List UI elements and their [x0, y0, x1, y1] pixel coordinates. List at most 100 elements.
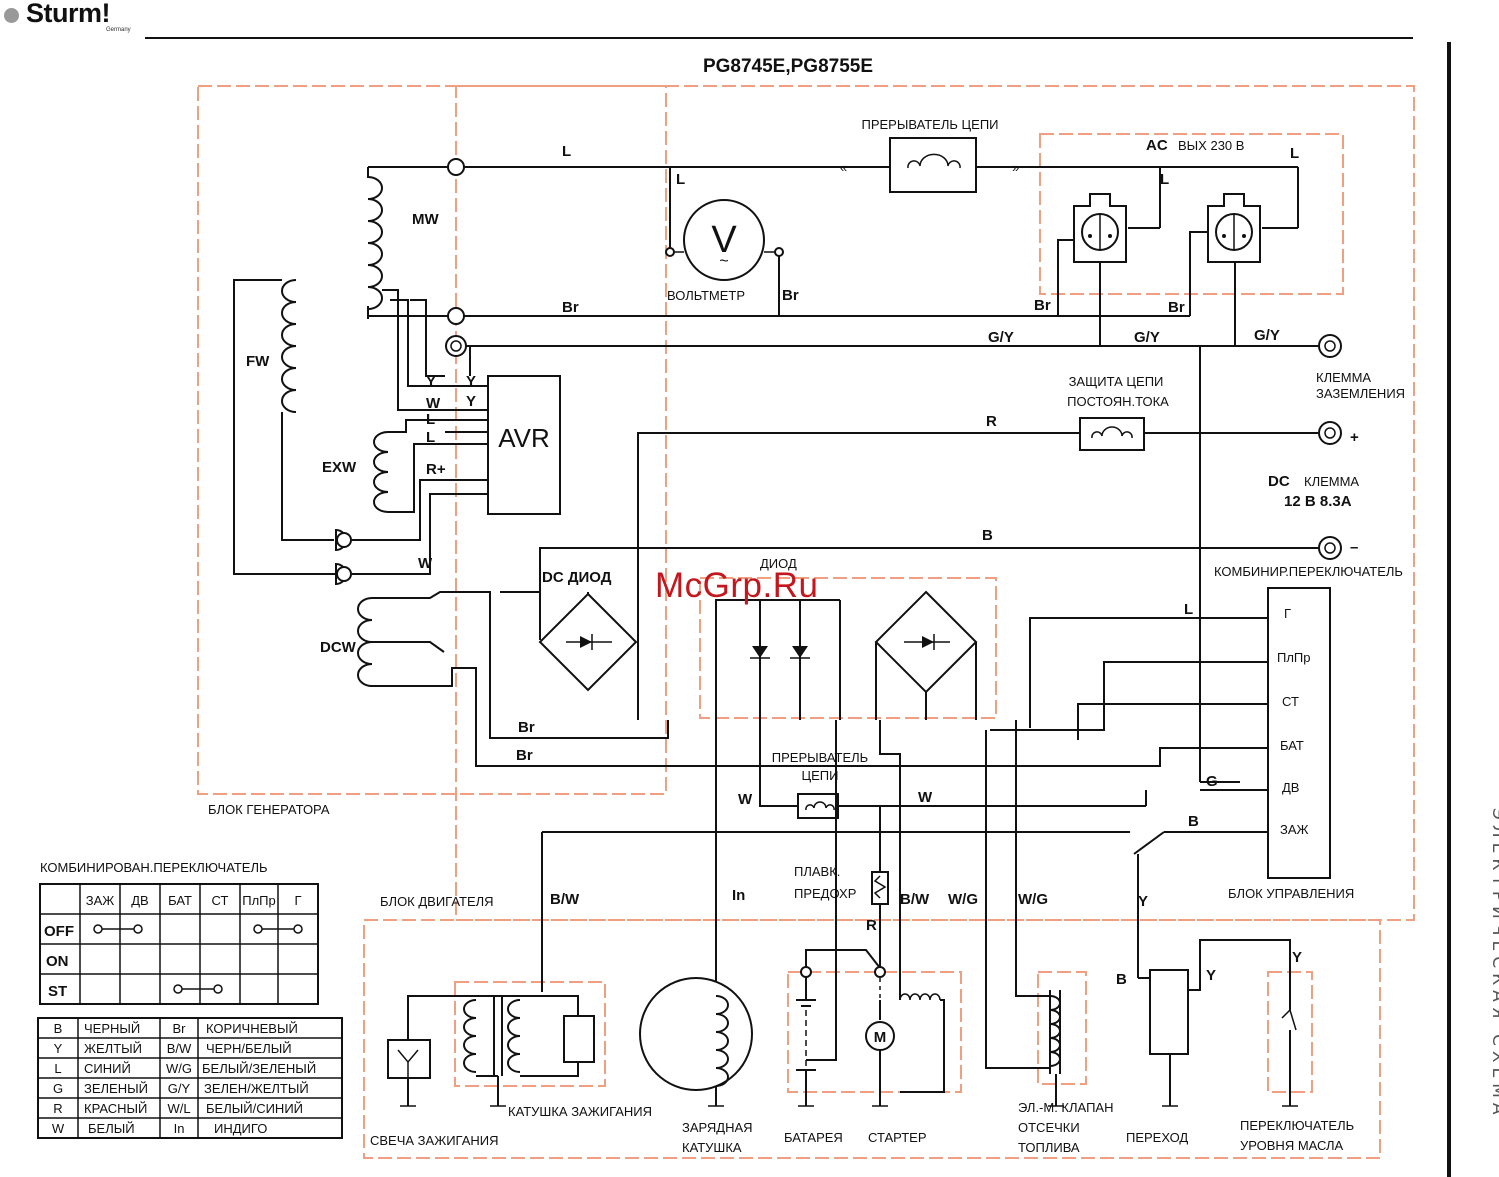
fuse-label-2: ПРЕДОХР	[794, 886, 856, 901]
dc-diode-label: DC ДИОД	[542, 569, 612, 586]
dc-terminal-label-1: DC	[1268, 473, 1290, 490]
watermark: McGrp.Ru	[655, 566, 819, 605]
avr-wire-y3: Y	[466, 393, 476, 410]
wire-label-br-5: Br	[518, 719, 535, 736]
wire-label-y-3: Y	[1292, 949, 1302, 966]
legend-name: ЗЕЛЕНЫЙ	[84, 1081, 148, 1096]
battery-label: БАТАРЕЯ	[784, 1130, 843, 1145]
wire-label-b-2: B	[1188, 813, 1199, 830]
wire-label-gy-2: G/Y	[1134, 329, 1160, 346]
legend-name: ЧЕРНЫЙ	[84, 1021, 140, 1036]
legend-row: B ЧЕРНЫЙ Br КОРИЧНЕВЫЙ	[54, 1021, 298, 1036]
avr-wire-w: W	[426, 395, 441, 412]
legend-name2: БЕЛЫЙ/СИНИЙ	[206, 1101, 303, 1116]
legend-code: L	[54, 1061, 61, 1076]
dc-protect-label-2: ПОСТОЯН.ТОКА	[1067, 394, 1169, 409]
avr-module: AVR Y Y W Y L L R+	[426, 346, 561, 515]
fuel-valve-border	[1037, 971, 1087, 1085]
legend-code2: W/L	[167, 1101, 190, 1116]
avr-wire-l2: L	[426, 429, 435, 446]
exw-coil: EXW	[322, 419, 445, 513]
wire-label-r-1: R	[986, 413, 997, 430]
ac-out-label: AC	[1146, 137, 1168, 154]
brand-logo: Sturm!	[26, 0, 111, 28]
spark-plug-label: СВЕЧА ЗАЖИГАНИЯ	[370, 1133, 499, 1148]
legend-code: G	[53, 1081, 63, 1096]
breaker-top: ПРЕРЫВАТЕЛЬ ЦЕПИ «»	[840, 117, 1019, 193]
legend-code: R	[53, 1101, 62, 1116]
terminal-1: ПлПр	[1277, 650, 1311, 665]
legend-name: БЕЛЫЙ	[88, 1121, 135, 1136]
switch-col-2: БАТ	[168, 893, 192, 908]
avr-wire-rplus: R+	[426, 461, 446, 478]
wire-label-br-6: Br	[516, 747, 533, 764]
charge-coil-label-1: ЗАРЯДНАЯ	[682, 1120, 753, 1135]
mw-label: MW	[412, 211, 439, 228]
dc-terminal-label-2: 12 В 8.3А	[1284, 493, 1352, 510]
svg-text:~: ~	[719, 253, 728, 270]
brand-dot-icon	[4, 8, 19, 23]
wire-label-bw-2: B/W	[900, 891, 930, 908]
wire-label-y-1: Y	[1138, 893, 1148, 910]
dc-minus: –	[1350, 539, 1358, 556]
legend-row: G ЗЕЛЕНЫЙ G/Y ЗЕЛЕН/ЖЕЛТЫЙ	[53, 1081, 309, 1096]
switch-table: КОМБИНИРОВАН.ПЕРЕКЛЮЧАТЕЛЬ ЗАЖ ДВ БАТ СТ…	[39, 860, 319, 1005]
avr-wire-l1: L	[426, 411, 435, 428]
switch-row-st: ST	[48, 983, 67, 1000]
legend-code: B	[54, 1021, 63, 1036]
terminal-2: СТ	[1282, 694, 1299, 709]
wire-label-l-4: L	[1290, 145, 1299, 162]
wire-label-br-1: Br	[562, 299, 579, 316]
ac-outlets: AC ВЫХ 230 В	[1073, 137, 1261, 263]
switch-link-off-1	[93, 924, 143, 934]
control-block-label: БЛОК УПРАВЛЕНИЯ	[1228, 886, 1354, 901]
wire-label-wg-1: W/G	[948, 891, 978, 908]
legend-name2: ИНДИГО	[214, 1121, 267, 1136]
dc-protect-label-1: ЗАЩИТА ЦЕПИ	[1069, 374, 1164, 389]
svg-text:«: «	[840, 160, 847, 175]
diode-block: ДИОД	[715, 556, 978, 720]
fuel-valve-label-1: ЭЛ.-М. КЛАПАН	[1018, 1100, 1113, 1115]
dcw-label: DCW	[320, 639, 357, 656]
svg-text:»: »	[1012, 160, 1019, 175]
diode-label: ДИОД	[760, 556, 797, 571]
fuse-label-1: ПЛАВК.	[794, 864, 840, 879]
oil-switch-label-2: УРОВНЯ МАСЛА	[1240, 1138, 1344, 1153]
ac-out-label-tail: ВЫХ 230 В	[1178, 138, 1244, 153]
legend-name: СИНИЙ	[84, 1061, 131, 1076]
avr-wire-y2: Y	[466, 373, 476, 390]
ignition-coil-border	[454, 981, 606, 1087]
exw-label: EXW	[322, 459, 357, 476]
legend-name: КРАСНЫЙ	[84, 1101, 147, 1116]
oil-switch-label-1: ПЕРЕКЛЮЧАТЕЛЬ	[1240, 1118, 1354, 1133]
ground-terminal-label-2: ЗАЗЕМЛЕНИЯ	[1316, 386, 1405, 401]
wire-label-b-1: B	[982, 527, 993, 544]
wire-label-gy-3: G/Y	[1254, 327, 1280, 344]
legend-name2: ЧЕРН/БЕЛЫЙ	[206, 1041, 292, 1056]
wire-label-l-1: L	[562, 143, 571, 160]
page-header: Sturm! Germany	[0, 0, 1499, 40]
wire-label-b-3: B	[1116, 971, 1127, 988]
legend-code2: B/W	[167, 1041, 192, 1056]
terminal-0: Г	[1284, 606, 1291, 621]
generator-block-label: БЛОК ГЕНЕРАТОРА	[208, 802, 330, 817]
fuel-valve-label-3: ТОПЛИВА	[1018, 1140, 1080, 1155]
legend-name2: БЕЛЫЙ/ЗЕЛЕНЫЙ	[202, 1061, 316, 1076]
terminal-3: БАТ	[1280, 738, 1304, 753]
legend-code2: W/G	[166, 1061, 192, 1076]
wire-label-w-2: W	[738, 791, 753, 808]
dc-output: ЗАЩИТА ЦЕПИ ПОСТОЯН.ТОКА + – КЛЕММА ЗАЗЕ…	[539, 334, 1405, 720]
mw-coil: MW	[367, 167, 445, 411]
legend-code2: Br	[173, 1021, 187, 1036]
voltmeter-symbol: V	[711, 219, 737, 261]
switch-col-4: ПлПр	[242, 893, 276, 908]
switch-col-3: СТ	[212, 893, 229, 908]
terminal-4: ДВ	[1282, 780, 1299, 795]
legend-code2: G/Y	[168, 1081, 191, 1096]
wire-label-r-2: R	[866, 917, 877, 934]
terminal-5: ЗАЖ	[1280, 822, 1309, 837]
wire-label-br-4: Br	[1168, 299, 1185, 316]
wire-label-br-2: Br	[782, 287, 799, 304]
transition-label: ПЕРЕХОД	[1126, 1130, 1188, 1145]
